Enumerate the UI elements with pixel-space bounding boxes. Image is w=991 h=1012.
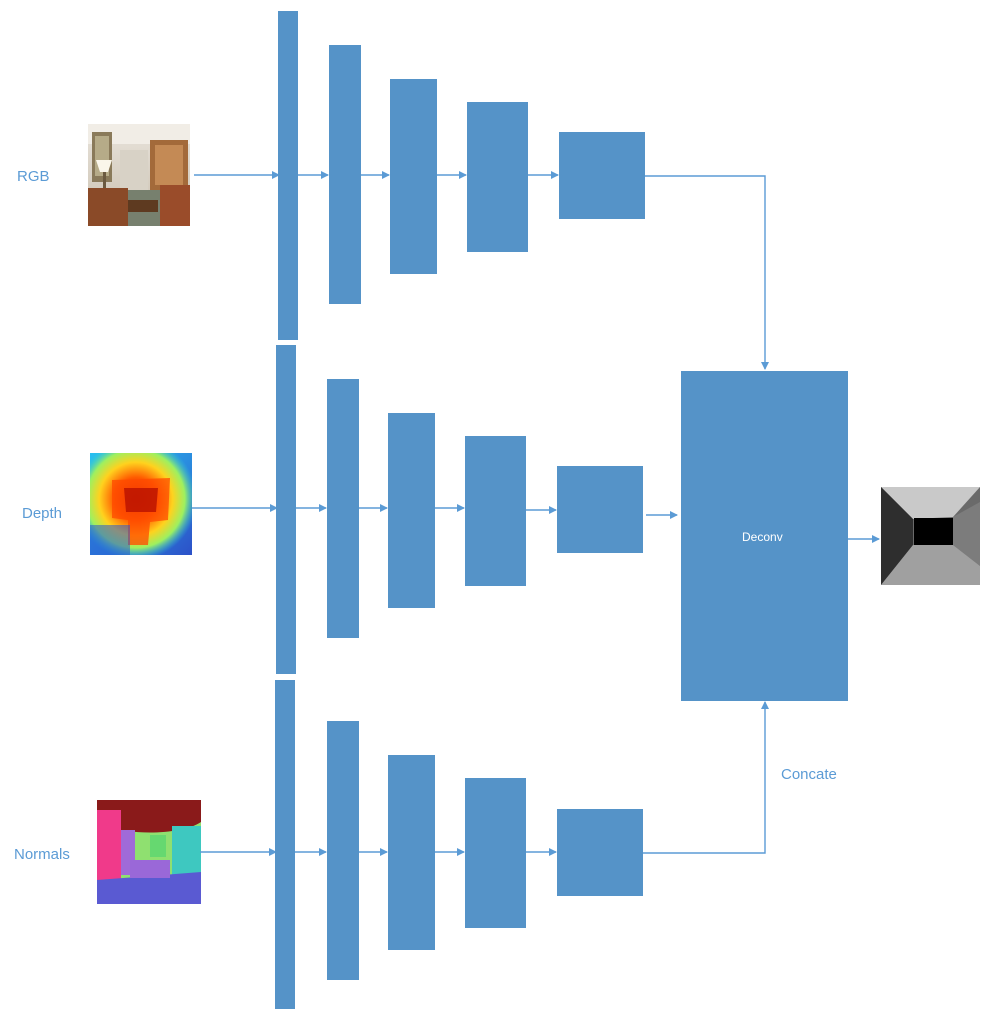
- rgb-conv-layer-5: [559, 132, 645, 219]
- rgb-conv-layer-1: [278, 11, 298, 340]
- depth-conv-layer-5: [557, 466, 643, 553]
- rgb-label: RGB: [17, 168, 50, 185]
- deconv-label: Deconv: [742, 530, 783, 544]
- normals-to-deconv-connector: [643, 701, 769, 854]
- normals-label: Normals: [14, 846, 70, 863]
- depth-input-image: [90, 453, 192, 555]
- deconv-block: [681, 371, 848, 701]
- normals-conv-layer-3: [388, 755, 435, 950]
- layout-output-image: [881, 487, 980, 585]
- depth-conv-layer-4: [465, 436, 526, 586]
- depth-conv-layer-2: [327, 379, 359, 638]
- rgb-conv-layer-4: [467, 102, 528, 252]
- depth-label: Depth: [22, 505, 62, 522]
- concate-label: Concate: [781, 766, 837, 783]
- rgb-conv-layer-2: [329, 45, 361, 304]
- depth-conv-layer-3: [388, 413, 435, 608]
- depth-conv-layer-1: [276, 345, 296, 674]
- normals-conv-layer-2: [327, 721, 359, 980]
- normals-conv-layer-1: [275, 680, 295, 1009]
- normals-conv-layer-4: [465, 778, 526, 928]
- rgb-input-image: [88, 124, 190, 226]
- normals-conv-layer-5: [557, 809, 643, 896]
- rgb-conv-layer-3: [390, 79, 437, 274]
- normals-input-image: [97, 800, 201, 904]
- rgb-to-deconv-connector: [645, 175, 769, 370]
